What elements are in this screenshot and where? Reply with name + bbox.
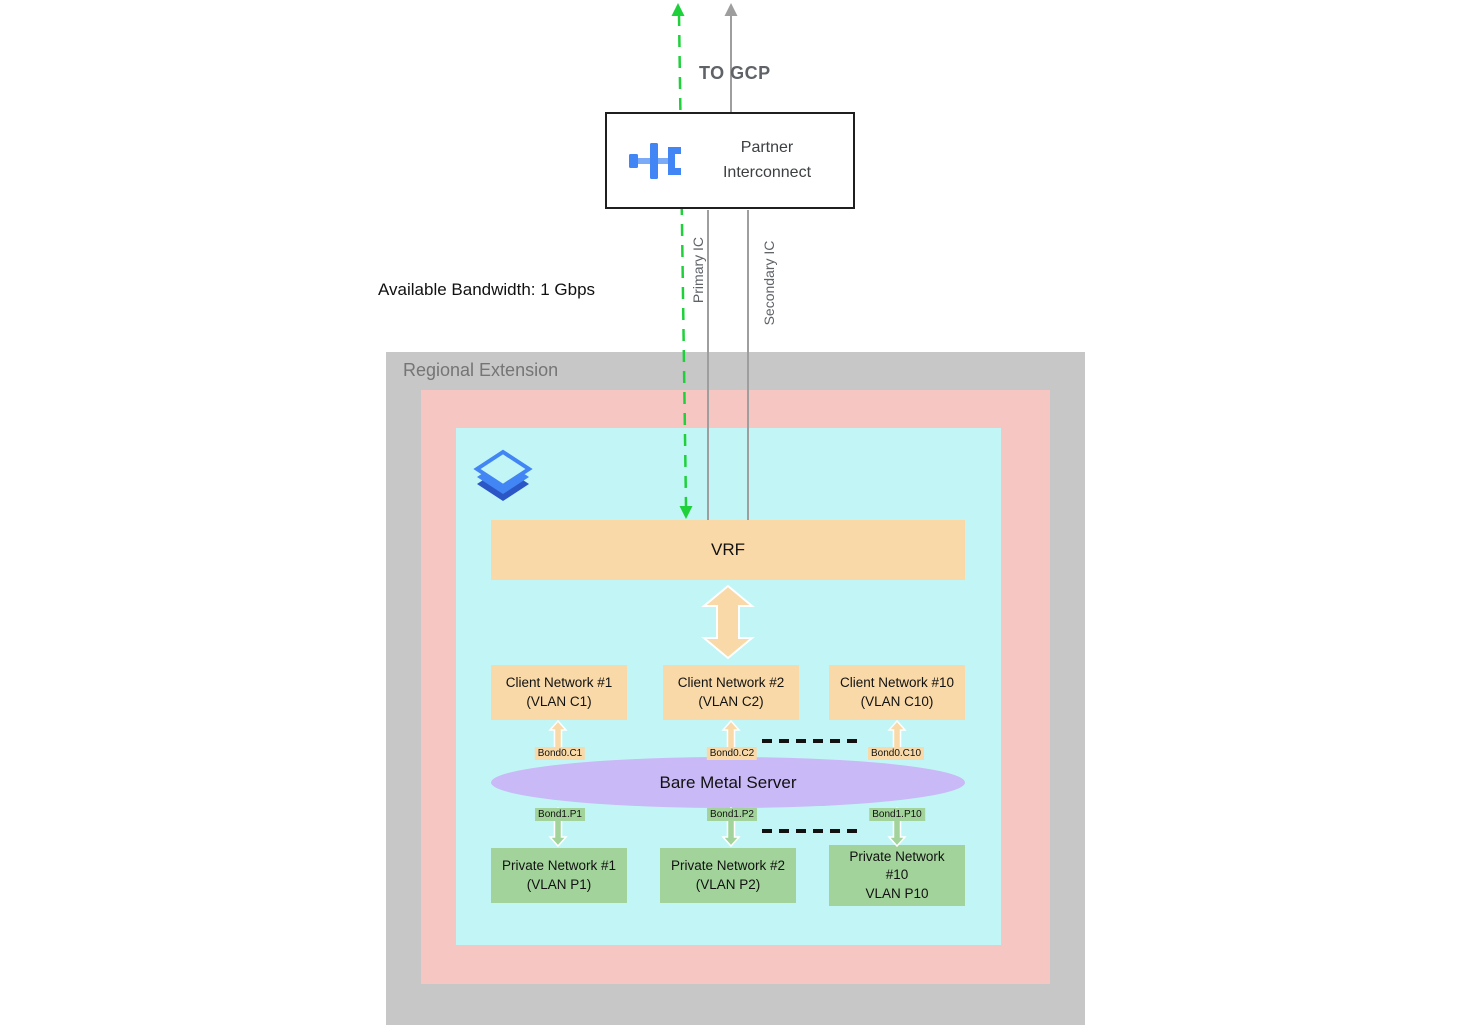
bond0-c1-label: Bond0.C1 <box>534 747 586 760</box>
client-network-2-label: Client Network #2 (VLAN C2) <box>677 675 785 709</box>
secondary-ic-label: Secondary IC <box>761 240 777 326</box>
bond1-p2-label: Bond1.P2 <box>707 808 757 821</box>
bare-metal-server-label: Bare Metal Server <box>659 772 797 792</box>
private-network-10-label: Private Network #10 VLAN P10 <box>849 849 945 901</box>
client-network-10-box: Client Network #10 (VLAN C10) <box>829 665 965 720</box>
bandwidth-label: Available Bandwidth: 1 Gbps <box>378 280 596 299</box>
bare-metal-server-ellipse: Bare Metal Server <box>491 757 965 808</box>
private-network-1-box: Private Network #1 (VLAN P1) <box>491 848 627 903</box>
partner-interconnect-label: Partner Interconnect <box>722 138 812 181</box>
layers-icon-top <box>473 449 533 489</box>
to-gcp-label: TO GCP <box>699 63 771 83</box>
primary-ic-label: Primary IC <box>690 236 706 304</box>
bond1-p1-label: Bond1.P1 <box>535 808 585 821</box>
client-network-10-label: Client Network #10 (VLAN C10) <box>839 675 955 709</box>
partner-interconnect-box: Partner Interconnect <box>605 112 855 209</box>
client-network-1-label: Client Network #1 (VLAN C1) <box>505 675 613 709</box>
regional-extension-label: Regional Extension <box>403 360 559 380</box>
client-network-2-box: Client Network #2 (VLAN C2) <box>663 665 799 720</box>
bond1-p10-label: Bond1.P10 <box>869 808 925 821</box>
bond0-c2-label: Bond0.C2 <box>706 747 758 760</box>
layers-icon <box>473 449 533 501</box>
vrf-label: VRF <box>711 540 745 559</box>
private-network-2-label: Private Network #2 (VLAN P2) <box>670 858 786 892</box>
private-network-10-box: Private Network #10 VLAN P10 <box>829 845 965 906</box>
client-network-1-box: Client Network #1 (VLAN C1) <box>491 665 627 720</box>
to-gcp-arrowhead <box>724 3 738 16</box>
private-network-2-box: Private Network #2 (VLAN P2) <box>660 848 796 903</box>
bond0-c10-label: Bond0.C10 <box>867 747 925 760</box>
vrf-box: VRF <box>491 520 965 580</box>
green-route-arrowhead-top <box>671 3 685 16</box>
private-network-1-label: Private Network #1 (VLAN P1) <box>501 858 617 892</box>
partner-interconnect-icon <box>629 142 681 179</box>
